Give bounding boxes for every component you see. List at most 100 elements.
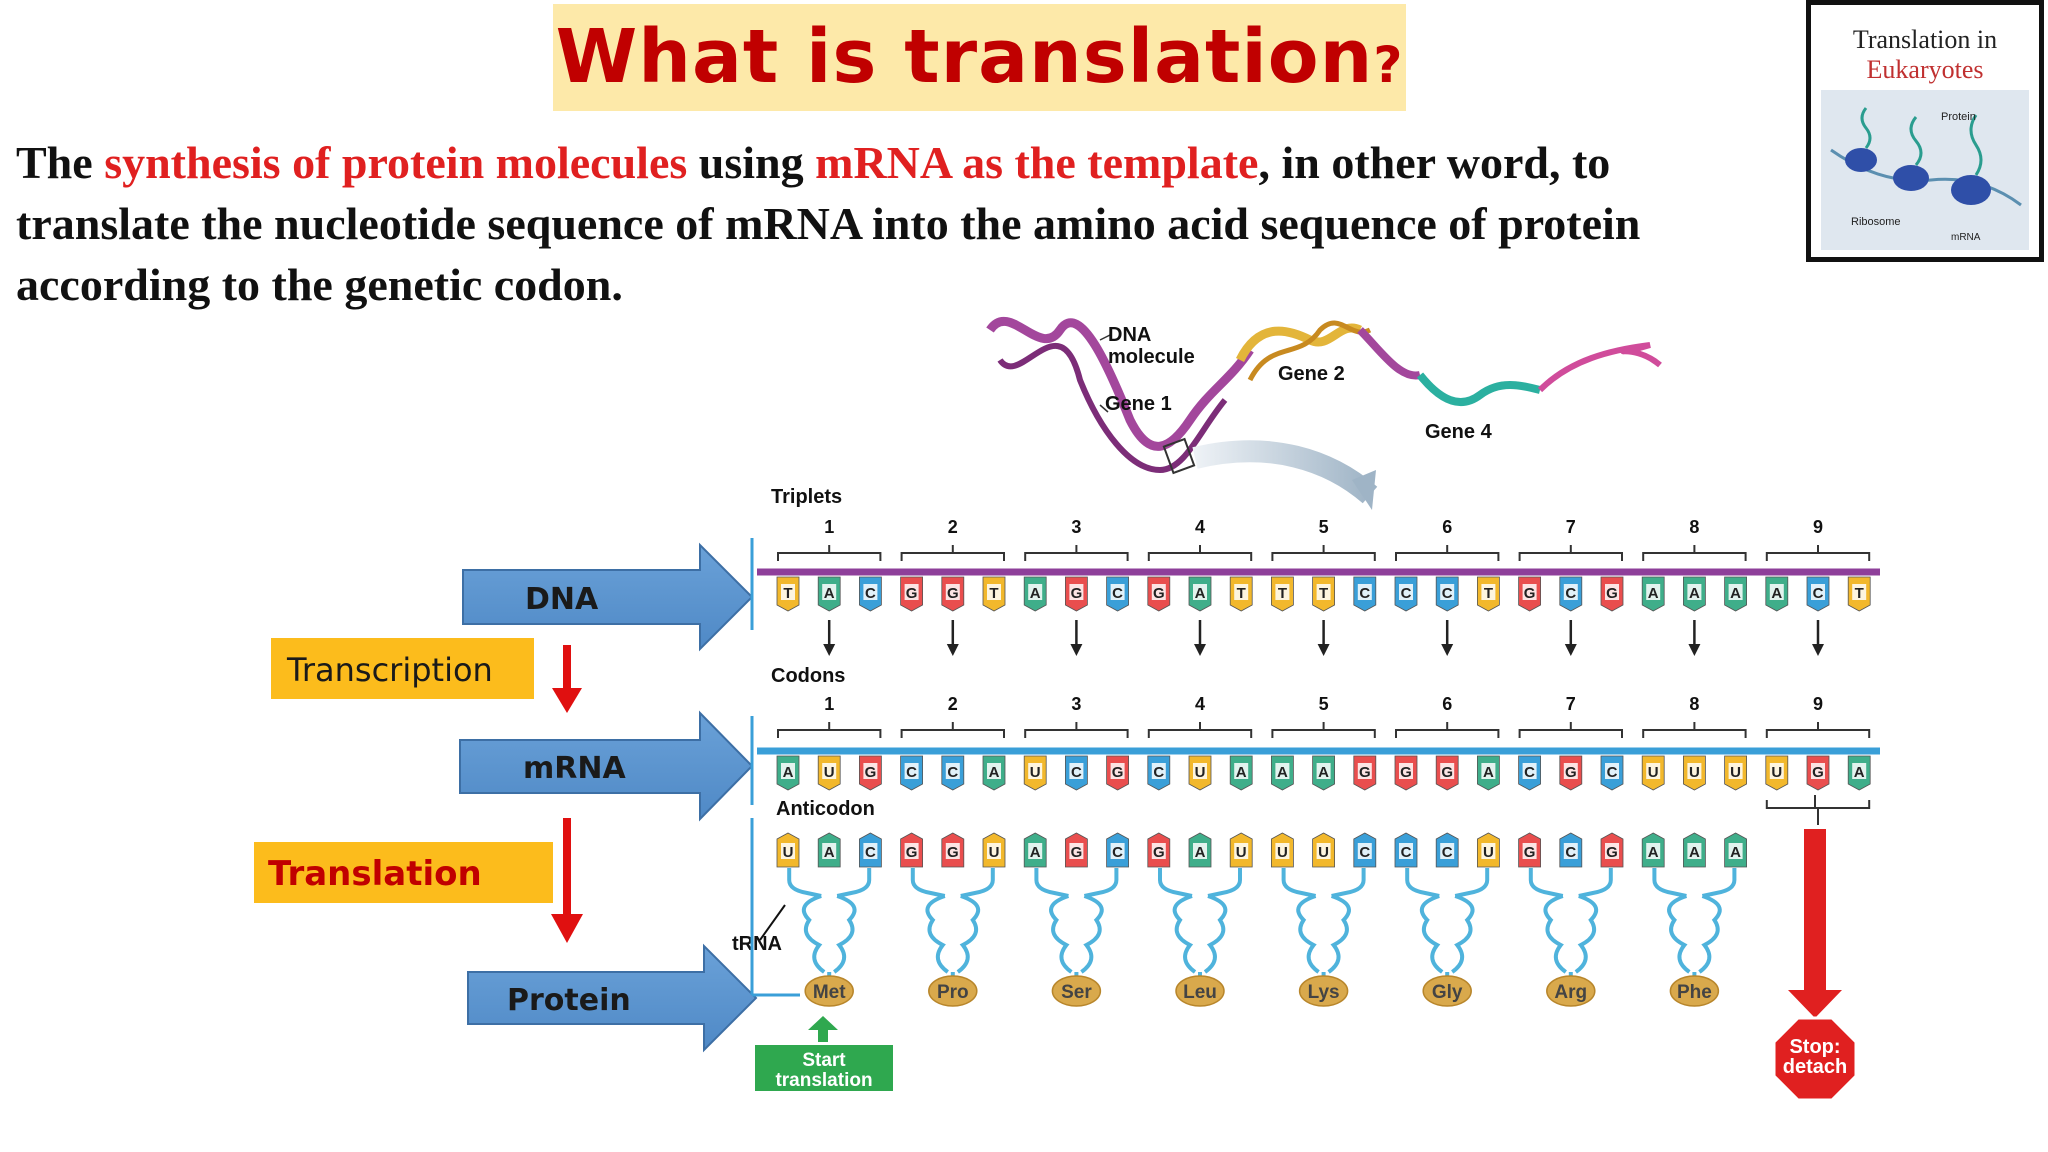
mrna-base-letter: U xyxy=(1030,764,1041,781)
title-text: What is translation xyxy=(555,14,1374,100)
codons-label: Codons xyxy=(771,665,845,687)
title-question-mark: ? xyxy=(1373,36,1404,94)
stop-codon-bracket xyxy=(1765,800,1871,825)
dna-base-7: A xyxy=(1023,576,1047,612)
triplet-bracket-3: 3 xyxy=(1024,517,1129,561)
dna-base-1: T xyxy=(776,576,800,612)
mrna-base-letter: G xyxy=(1565,764,1577,781)
triplet-bracket-5: 5 xyxy=(1271,517,1376,561)
dna-base-6: T xyxy=(982,576,1006,612)
dna-base-letter: C xyxy=(865,585,876,602)
triplet-bracket-8: 8 xyxy=(1642,517,1747,561)
mrna-base-13: A xyxy=(1271,755,1294,791)
dna-base-letter: T xyxy=(1484,585,1493,602)
intro-text-2: using xyxy=(687,137,816,188)
mrna-base-20: G xyxy=(1559,755,1583,791)
trna-met: Met xyxy=(787,868,872,1007)
page-title: What is translation? xyxy=(553,12,1406,110)
dna-base-11: A xyxy=(1188,576,1212,612)
anticodon-base-letter: A xyxy=(1689,844,1700,861)
thumb-label-ribosome: Ribosome xyxy=(1851,216,1901,228)
dna-base-letter: T xyxy=(1237,585,1246,602)
dna-base-letter: T xyxy=(1855,585,1864,602)
thumb-label-protein: Protein xyxy=(1941,111,1976,123)
triplet-number: 3 xyxy=(1071,517,1081,537)
dna-base-26: C xyxy=(1806,576,1830,612)
anticodon-base-letter: G xyxy=(906,844,918,861)
anticodon-base-1: U xyxy=(776,832,800,868)
anticodon-base-letter: U xyxy=(1318,844,1329,861)
anticodon-base-5: G xyxy=(941,832,965,868)
protein-flow-label: Protein xyxy=(507,983,631,1018)
anticodon-base-15: C xyxy=(1353,832,1377,868)
codon-number: 7 xyxy=(1566,694,1576,714)
codon-number: 2 xyxy=(948,694,958,714)
gene2-label: Gene 2 xyxy=(1278,363,1345,385)
mrna-base-26: G xyxy=(1806,755,1830,791)
anticodon-base-letter: C xyxy=(1359,844,1370,861)
mrna-base-letter: A xyxy=(1483,764,1494,781)
dna-base-letter: A xyxy=(1730,585,1741,602)
down-arrow-2 xyxy=(946,620,959,656)
triplet-number: 4 xyxy=(1195,517,1205,537)
anticodon-base-11: A xyxy=(1188,832,1212,868)
dna-base-24: A xyxy=(1724,576,1747,612)
mrna-base-letter: A xyxy=(1277,764,1288,781)
codon-bracket-4: 4 xyxy=(1147,694,1253,738)
codon-number: 8 xyxy=(1689,694,1699,714)
mrna-base-21: C xyxy=(1600,755,1624,791)
codon-number: 1 xyxy=(824,694,834,714)
mrna-base-letter: G xyxy=(1400,764,1412,781)
codon-number: 5 xyxy=(1319,694,1329,714)
mrna-base-letter: U xyxy=(1689,764,1700,781)
dna-base-3: C xyxy=(859,576,882,612)
triplet-number: 8 xyxy=(1689,517,1699,537)
mrna-base-letter: A xyxy=(989,764,1000,781)
anticodon-base-6: U xyxy=(982,832,1006,868)
down-arrow-8 xyxy=(1688,620,1701,656)
anticodon-base-letter: C xyxy=(865,844,876,861)
trna-ser: Ser xyxy=(1034,868,1119,1007)
anticodon-base-16: C xyxy=(1394,832,1418,868)
amino-acid-arg: Arg xyxy=(1554,982,1587,1003)
translation-box xyxy=(254,842,553,903)
intro-text-3: , in other word, to translate the nucleo… xyxy=(16,137,1641,310)
dna-base-13: T xyxy=(1271,576,1294,612)
thumb-label-mrna: mRNA xyxy=(1951,232,1981,243)
mrna-base-27: A xyxy=(1847,755,1871,791)
anticodon-base-letter: U xyxy=(1277,844,1288,861)
codon-bracket-5: 5 xyxy=(1271,694,1376,738)
dna-base-23: A xyxy=(1683,576,1706,612)
anticodon-base-7: A xyxy=(1023,832,1047,868)
trna-lys: Lys xyxy=(1281,868,1366,1007)
mrna-base-8: C xyxy=(1065,755,1088,791)
anticodon-base-letter: C xyxy=(1565,844,1576,861)
mrna-base-letter: U xyxy=(1730,764,1741,781)
dna-base-letter: C xyxy=(1359,585,1370,602)
trna-phe: Phe xyxy=(1652,868,1737,1007)
anticodon-base-letter: G xyxy=(1524,844,1536,861)
codon-number: 3 xyxy=(1071,694,1081,714)
amino-acid-pro: Pro xyxy=(937,982,969,1003)
dna-base-letter: C xyxy=(1442,585,1453,602)
thumbnail-title-line2: Eukaryotes xyxy=(1866,55,1984,84)
title-banner: What is translation? xyxy=(553,4,1406,111)
intro-paragraph: The synthesis of protein molecules using… xyxy=(16,132,1776,315)
mrna-base-19: C xyxy=(1518,755,1541,791)
mrna-base-16: G xyxy=(1394,755,1418,791)
triplet-number: 2 xyxy=(948,517,958,537)
mrna-base-letter: C xyxy=(947,764,958,781)
anticodon-base-18: U xyxy=(1477,832,1500,868)
mrna-flow-label: mRNA xyxy=(523,751,626,786)
mrna-base-letter: C xyxy=(1607,764,1618,781)
mrna-base-14: A xyxy=(1312,755,1335,791)
dna-helix: DNA molecule Gene 1 Gene 2 Gene 4 xyxy=(986,317,1662,510)
anticodon-base-4: G xyxy=(900,832,923,868)
dna-base-10: G xyxy=(1147,576,1171,612)
anticodon-base-letter: G xyxy=(1606,844,1618,861)
dna-base-5: G xyxy=(941,576,965,612)
transcription-arrow xyxy=(552,645,582,713)
mrna-base-letter: A xyxy=(1854,764,1865,781)
